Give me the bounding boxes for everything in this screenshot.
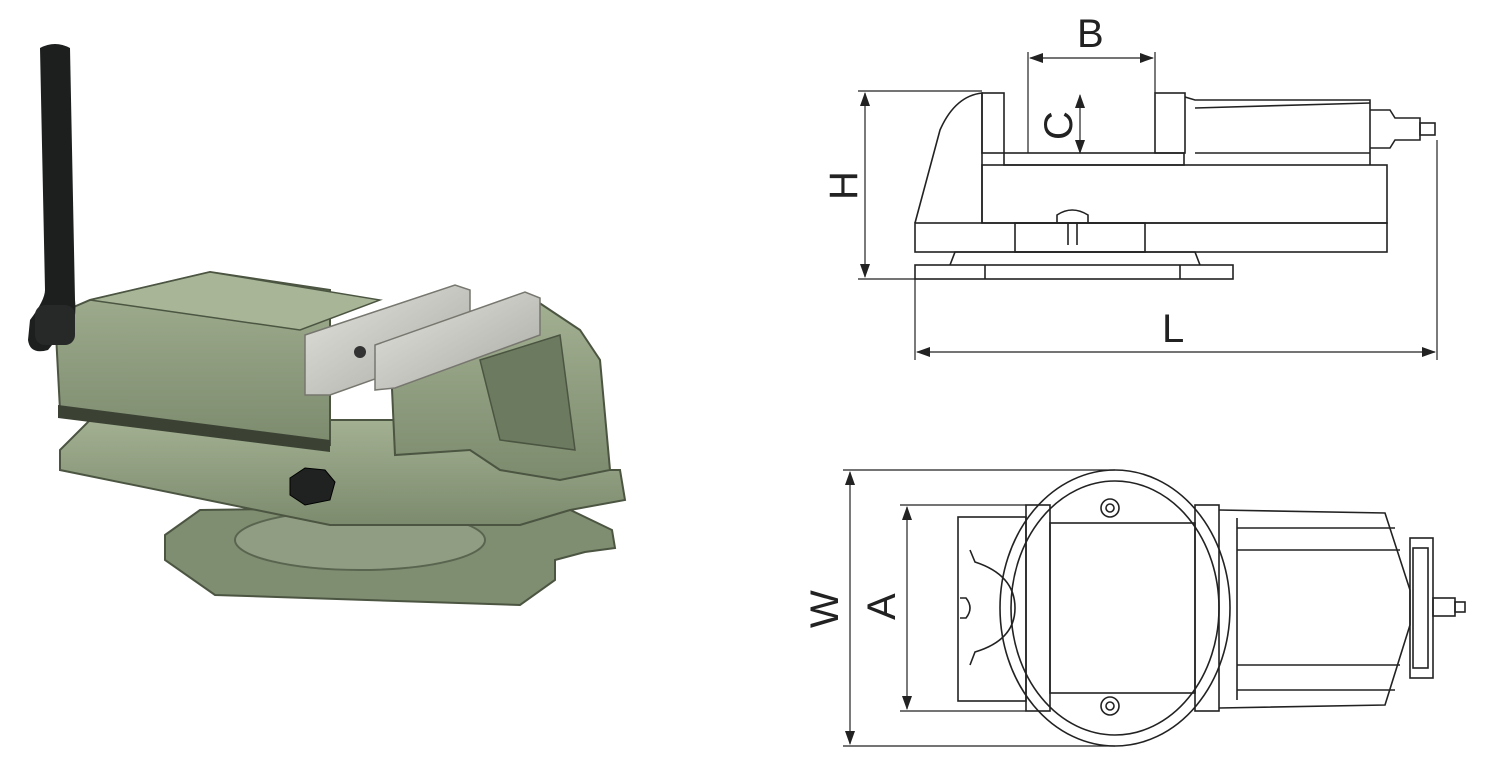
fixed-jaw-plate xyxy=(374,291,541,391)
top-end-flange-inner xyxy=(1412,547,1429,669)
slide-guide-strip xyxy=(58,405,330,452)
top-view-drawing xyxy=(843,469,1466,747)
vise-product-photo xyxy=(28,44,627,607)
top-bolt xyxy=(1100,498,1120,518)
side-housing-line xyxy=(1194,102,1371,109)
top-swivel-circle-inner xyxy=(1010,480,1220,736)
side-jaw-seat xyxy=(1003,152,1185,166)
side-screw-tip xyxy=(1419,122,1436,136)
side-screw-end xyxy=(1370,109,1421,149)
dim-b-label: B xyxy=(1077,12,1104,56)
handle-boss xyxy=(35,305,75,345)
top-bolt-core xyxy=(1105,503,1115,513)
top-fixed-jaw-arc xyxy=(969,549,1016,666)
slide-top xyxy=(89,271,383,331)
side-pivot-bolt xyxy=(1056,209,1089,223)
side-fixed-jaw-ramp xyxy=(914,92,983,224)
side-pivot xyxy=(1014,222,1146,253)
top-screw-tip-end xyxy=(1454,601,1466,613)
side-slide-body xyxy=(981,164,1388,224)
vise-handle xyxy=(28,44,76,352)
side-fixed-jaw xyxy=(981,92,1005,154)
clamp-nut xyxy=(289,467,336,506)
dim-c-label: C xyxy=(1037,111,1081,140)
dim-h-label: H xyxy=(822,171,866,200)
top-jaw-notch xyxy=(960,597,971,619)
side-view-drawing xyxy=(858,52,1438,360)
top-bolt xyxy=(1100,696,1120,716)
jaw-screw xyxy=(354,346,366,358)
side-moving-jaw xyxy=(1154,92,1186,154)
top-moving-jaw-plate xyxy=(1194,504,1220,712)
top-fixed-jaw-block xyxy=(957,516,1027,702)
dim-w-label: W xyxy=(803,590,847,628)
dim-a-label: A xyxy=(860,593,904,620)
side-base-plate xyxy=(914,264,1234,280)
side-screw-housing xyxy=(1184,96,1371,165)
dim-l-label: L xyxy=(1162,307,1184,351)
jaw-housing-recess xyxy=(479,334,576,451)
top-screw-housing xyxy=(1218,509,1411,709)
side-swivel-step xyxy=(949,251,1201,266)
top-slide-body xyxy=(1049,522,1196,694)
side-lower-body xyxy=(914,222,1388,253)
top-screw-tip xyxy=(1432,597,1456,617)
top-bolt-core xyxy=(1105,701,1115,711)
